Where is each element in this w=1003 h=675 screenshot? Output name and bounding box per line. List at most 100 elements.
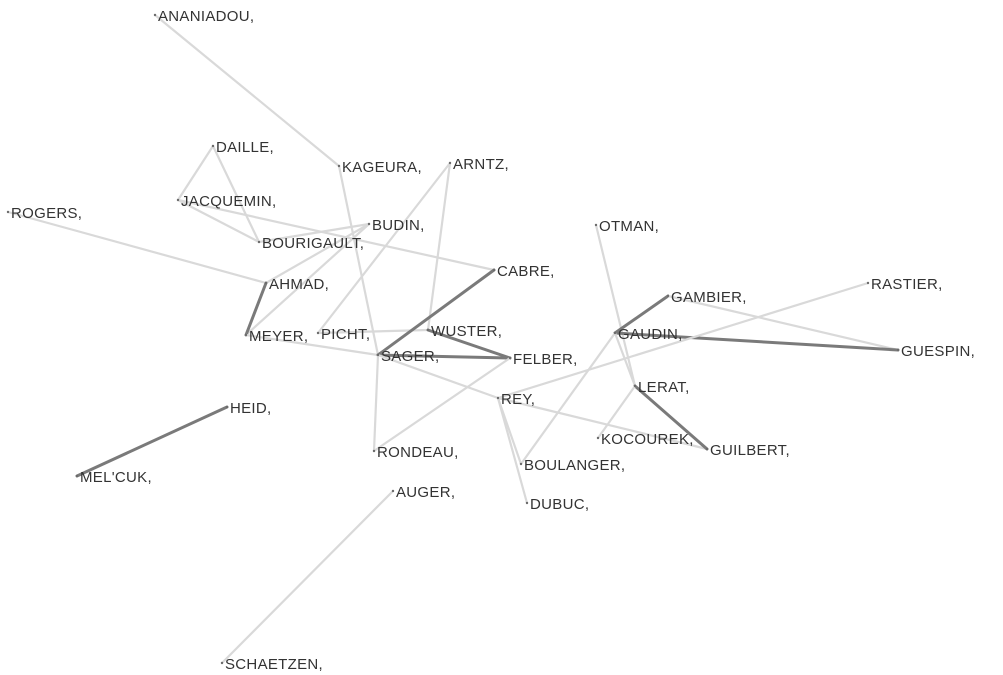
node-marker <box>225 405 229 409</box>
node-marker <box>337 164 341 168</box>
node-rondeau: RONDEAU, <box>372 444 458 461</box>
edge-auger-schaetzen <box>220 489 395 665</box>
node-kageura: KAGEURA, <box>337 159 422 176</box>
node-marker <box>525 501 529 505</box>
node-marker <box>220 661 224 665</box>
edge-rey-dubuc <box>496 396 529 505</box>
node-label: ANANIADOU, <box>158 8 254 25</box>
node-label: GUILBERT, <box>710 442 790 459</box>
node-auger: AUGER, <box>391 484 455 501</box>
node-ahmad: AHMAD, <box>264 276 329 293</box>
node-gaudin: GAUDIN, <box>613 326 683 343</box>
edge-lerat-kocourek <box>596 384 637 440</box>
node-label: MEYER, <box>249 328 308 345</box>
node-kocourek: KOCOUREK, <box>596 431 694 448</box>
node-marker <box>376 353 380 357</box>
node-boulanger: BOULANGER, <box>519 457 625 474</box>
edge-lerat-guilbert <box>633 384 709 451</box>
node-arntz: ARNTZ, <box>448 156 509 173</box>
node-sager: SAGER, <box>376 348 439 365</box>
edge-sager-rey <box>376 353 500 400</box>
node-marker <box>75 474 79 478</box>
node-marker <box>316 331 320 335</box>
node-label: BUDIN, <box>372 217 425 234</box>
edge-arntz-wuster <box>426 161 452 332</box>
node-marker <box>666 294 670 298</box>
edge-gambier-gaudin <box>613 294 670 335</box>
node-marker <box>211 144 215 148</box>
edge-kageura-sager <box>337 164 380 357</box>
node-marker <box>496 396 500 400</box>
node-heid: HEID, <box>225 400 272 417</box>
node-marker <box>866 281 870 285</box>
node-melcuk: MEL'CUK, <box>75 469 152 486</box>
edge-budin-ahmad <box>264 222 371 285</box>
node-guespin: GUESPIN, <box>896 343 975 360</box>
node-marker <box>492 268 496 272</box>
edge-gaudin-boulanger <box>519 331 617 466</box>
edge-daille-jacquemin <box>176 144 215 202</box>
edge-sager-rondeau <box>372 353 380 453</box>
node-label: WUSTER, <box>431 323 502 340</box>
node-marker <box>244 333 248 337</box>
node-bourigault: BOURIGAULT, <box>257 235 364 252</box>
node-dubuc: DUBUC, <box>525 496 589 513</box>
node-marker <box>264 281 268 285</box>
node-marker <box>508 356 512 360</box>
node-otman: OTMAN, <box>594 218 659 235</box>
node-label: ROGERS, <box>11 205 82 222</box>
node-marker <box>6 210 10 214</box>
edge-jacquemin-cabre <box>176 198 496 272</box>
node-label: GUESPIN, <box>901 343 975 360</box>
node-felber: FELBER, <box>508 351 578 368</box>
node-label: GAMBIER, <box>671 289 747 306</box>
edge-rastier-rey <box>496 281 870 400</box>
node-label: AUGER, <box>396 484 455 501</box>
node-label: RASTIER, <box>871 276 943 293</box>
edge-ahmad-meyer <box>244 281 268 337</box>
edge-meyer-sager <box>244 333 380 357</box>
node-marker <box>372 449 376 453</box>
node-label: KOCOUREK, <box>601 431 694 448</box>
node-label: SCHAETZEN, <box>225 656 323 673</box>
node-picht: PICHT, <box>316 326 370 343</box>
node-label: HEID, <box>230 400 272 417</box>
node-label: REY, <box>501 391 535 408</box>
node-marker <box>176 198 180 202</box>
node-label: JACQUEMIN, <box>181 193 277 210</box>
node-marker <box>705 447 709 451</box>
edge-jacquemin-bourigault <box>176 198 261 244</box>
node-marker <box>448 161 452 165</box>
node-label: ARNTZ, <box>453 156 509 173</box>
node-label: GAUDIN, <box>618 326 683 343</box>
node-label: DAILLE, <box>216 139 274 156</box>
node-meyer: MEYER, <box>244 328 308 345</box>
edge-sager-felber <box>376 353 512 360</box>
node-marker <box>896 348 900 352</box>
node-layer: ANANIADOU, DAILLE, KAGEURA, ARNTZ, JACQUEMIN… <box>6 8 975 673</box>
node-label: AHMAD, <box>269 276 329 293</box>
node-marker <box>596 436 600 440</box>
node-ananiadou: ANANIADOU, <box>153 8 254 25</box>
node-cabre: CABRE, <box>492 263 555 280</box>
edge-felber-rondeau <box>372 356 512 453</box>
edge-budin-meyer <box>244 222 371 337</box>
node-marker <box>613 331 617 335</box>
edge-daille-bourigault <box>211 144 261 244</box>
node-label: OTMAN, <box>599 218 659 235</box>
edge-heid-melcuk <box>75 405 229 478</box>
node-marker <box>594 223 598 227</box>
node-label: CABRE, <box>497 263 555 280</box>
node-marker <box>367 222 371 226</box>
node-guilbert: GUILBERT, <box>705 442 790 459</box>
node-rey: REY, <box>496 391 535 408</box>
node-label: MEL'CUK, <box>80 469 152 486</box>
node-daille: DAILLE, <box>211 139 274 156</box>
node-lerat: LERAT, <box>633 379 689 396</box>
edge-layer <box>6 13 900 665</box>
node-label: KAGEURA, <box>342 159 422 176</box>
node-label: FELBER, <box>513 351 578 368</box>
node-budin: BUDIN, <box>367 217 425 234</box>
edge-ananiadou-kageura <box>153 13 341 168</box>
